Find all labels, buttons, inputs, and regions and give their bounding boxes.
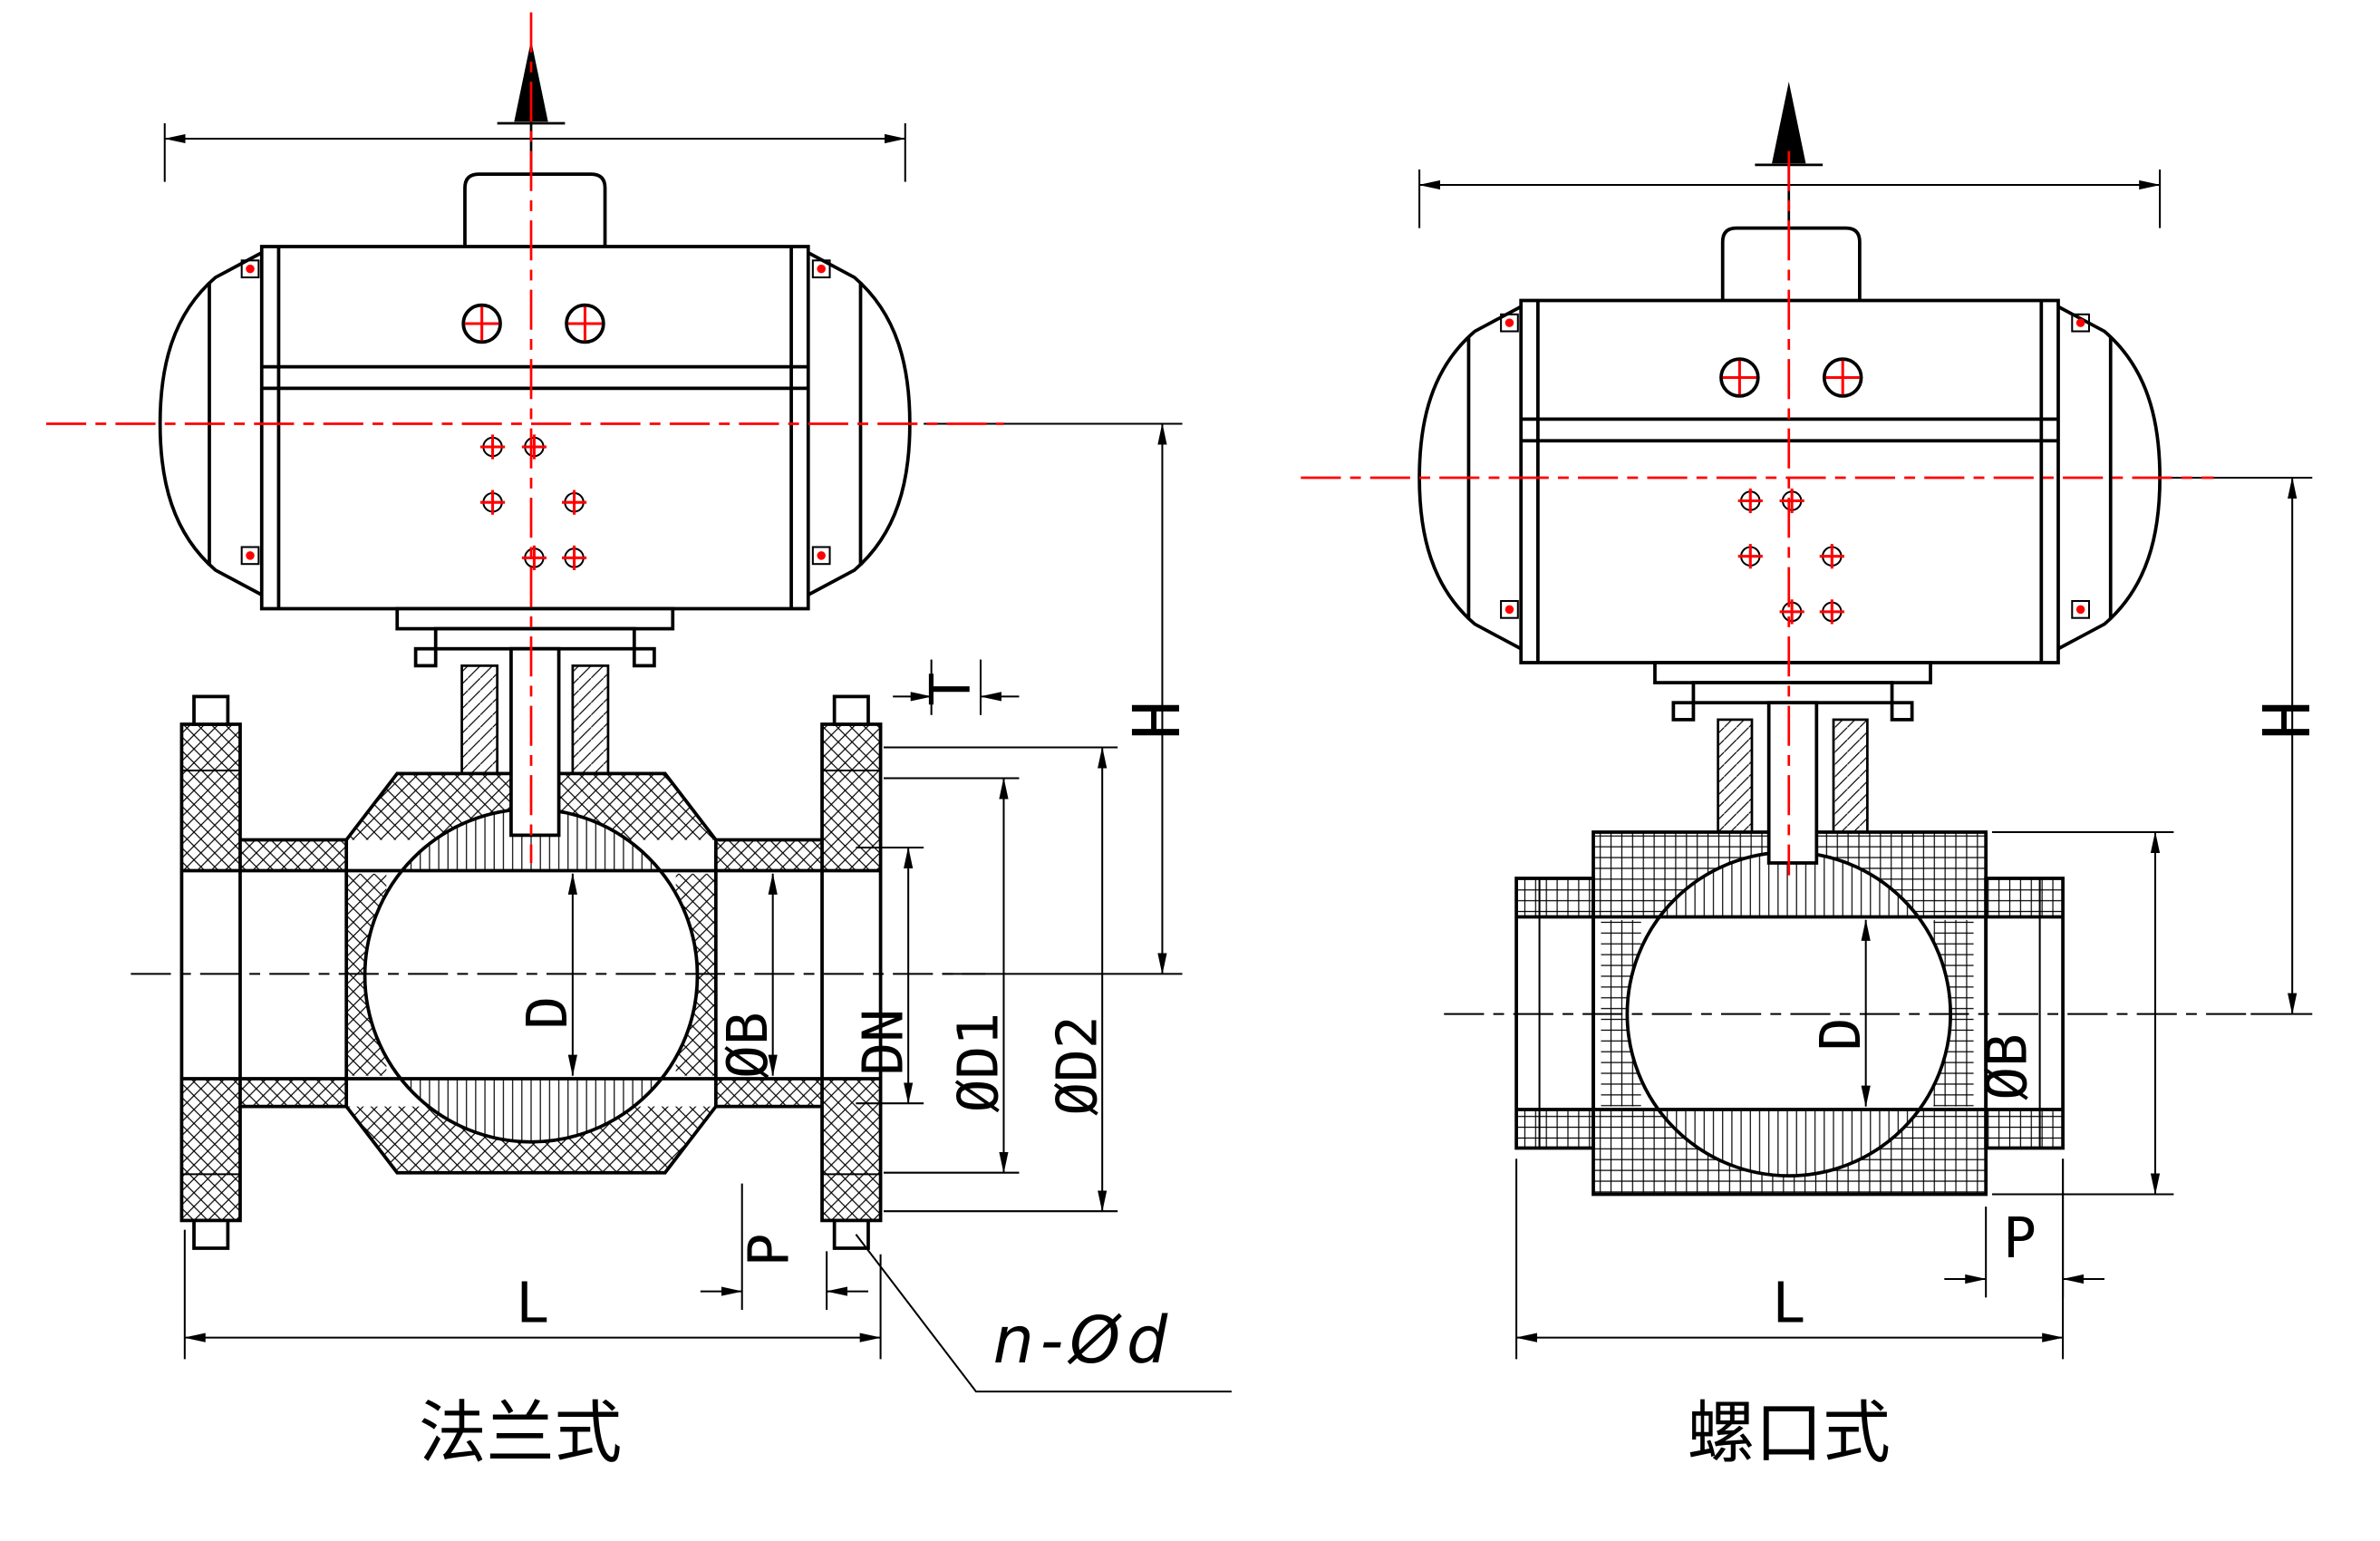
dim-label-D: D (516, 996, 580, 1030)
dim-label-P: P (2003, 1207, 2037, 1271)
left-actuator (158, 40, 912, 668)
dim-label-L: L (516, 1272, 549, 1336)
left-corner-screws (240, 259, 831, 566)
dim-label-DN: DN (851, 1009, 915, 1076)
left-mounting-plates (395, 606, 675, 668)
dim-left-T: T (893, 659, 1020, 715)
dim-label-T: T (919, 673, 983, 706)
right-stem (1766, 701, 1819, 865)
left-top-dimension (163, 123, 906, 182)
dim-label-H: H (1119, 701, 1195, 740)
dim-left-P: P (700, 1183, 868, 1310)
left-stem (509, 646, 561, 838)
dim-right-H: H (2170, 476, 2325, 1015)
dim-right-L: L (1515, 1158, 2065, 1360)
right-view: H ØB D P L (1417, 82, 2325, 1473)
left-bolt-holes (461, 303, 605, 570)
right-corner-screws (1500, 313, 2090, 619)
left-stem-bracket (460, 646, 610, 838)
right-stem-bracket (1717, 701, 1869, 865)
dim-label-n-phid: n-Ød (993, 1303, 1175, 1378)
dim-label-D: D (1809, 1018, 1873, 1052)
dim-left-n-phid: n-Ød (855, 1234, 1232, 1393)
left-view: T H D ØB DN (158, 40, 1232, 1473)
dim-left-phiD1: ØD1 (883, 777, 1020, 1174)
dim-left-phiB: ØB (716, 873, 780, 1079)
right-mounting-plates (1653, 661, 1932, 722)
dim-label-H: H (2249, 701, 2325, 740)
left-dimensions: T H D ØB DN (183, 422, 1232, 1393)
left-actuator-top-cap (463, 172, 607, 247)
right-bolt-holes (1719, 357, 1863, 625)
dim-label-phiB: ØB (1975, 1033, 2039, 1100)
dim-label-phiD2: ØD2 (1045, 1015, 1109, 1116)
dim-left-phiD2: ØD2 (883, 746, 1118, 1213)
dim-label-P: P (738, 1234, 802, 1267)
right-dimensions: H ØB D P L (1515, 476, 2325, 1360)
left-caption: 法兰式 (419, 1393, 622, 1472)
left-bolt-lug (192, 694, 230, 726)
right-actuator-top-cap (1720, 226, 1862, 301)
left-bolt-lug (832, 694, 870, 726)
dim-left-DN: DN (851, 846, 924, 1105)
left-bolt-lug (192, 1218, 230, 1250)
dim-label-L: L (1772, 1272, 1805, 1336)
right-caption: 螺口式 (1688, 1393, 1891, 1472)
dim-label-phiB: ØB (716, 1012, 780, 1079)
dim-label-phiD1: ØD1 (947, 1013, 1011, 1113)
dim-left-H: H (924, 422, 1195, 975)
centerlines (45, 12, 2248, 1015)
dim-left-L: L (183, 1229, 882, 1360)
